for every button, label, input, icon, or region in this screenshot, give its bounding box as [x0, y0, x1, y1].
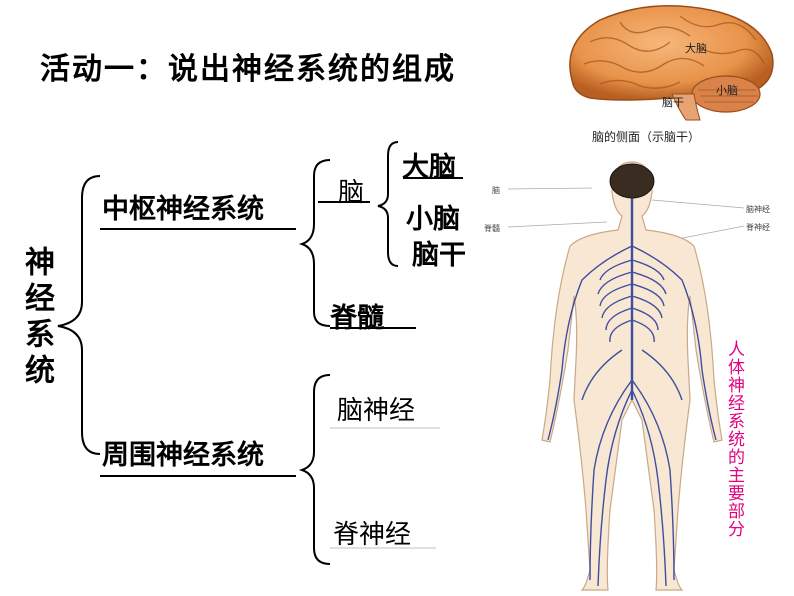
cerebellum-label: 小脑: [406, 204, 460, 235]
brainstem-label: 脑干: [412, 240, 466, 271]
root-label: 神经系统: [19, 246, 54, 390]
root-bracket: [57, 175, 101, 455]
cerebrum-label: 大脑: [402, 152, 456, 183]
central-bracket: [298, 159, 331, 327]
body-nervous-system-illustration: [507, 161, 745, 591]
body-fig-side-caption: 人体神经系统的主要部分: [724, 340, 744, 538]
spinal-nerve-label: 脊神经: [333, 520, 412, 550]
peripheral-label: 周围神经系统: [102, 440, 264, 471]
brainstem-shape: [671, 93, 701, 121]
brain-fig-caption: 脑的侧面（示脑干）: [592, 130, 701, 144]
body-brain-shape: [609, 163, 655, 199]
body-fig-spinal-label: 脊髓: [484, 224, 500, 233]
spinal-cord-label: 脊髓: [330, 303, 384, 334]
page-title: 活动一：说出神经系统的组成: [40, 52, 456, 87]
brain-fig-cerebellum-label: 小脑: [716, 84, 738, 97]
brain-fig-brainstem-label: 脑干: [662, 96, 684, 109]
brain-fig-cerebrum-label: 大脑: [685, 42, 707, 55]
body-fig-brain-label: 脑: [492, 186, 500, 195]
body-fig-spinal-nerve-label: 脊神经: [746, 223, 770, 232]
body-fig-cranial-label: 脑神经: [746, 205, 770, 214]
central-label: 中枢神经系统: [102, 194, 264, 225]
brain-label: 脑: [338, 178, 365, 208]
cranial-nerve-label: 脑神经: [337, 396, 416, 426]
peripheral-bracket: [298, 374, 331, 565]
brain-bracket: [377, 141, 399, 267]
brain-illustration: [569, 5, 774, 121]
